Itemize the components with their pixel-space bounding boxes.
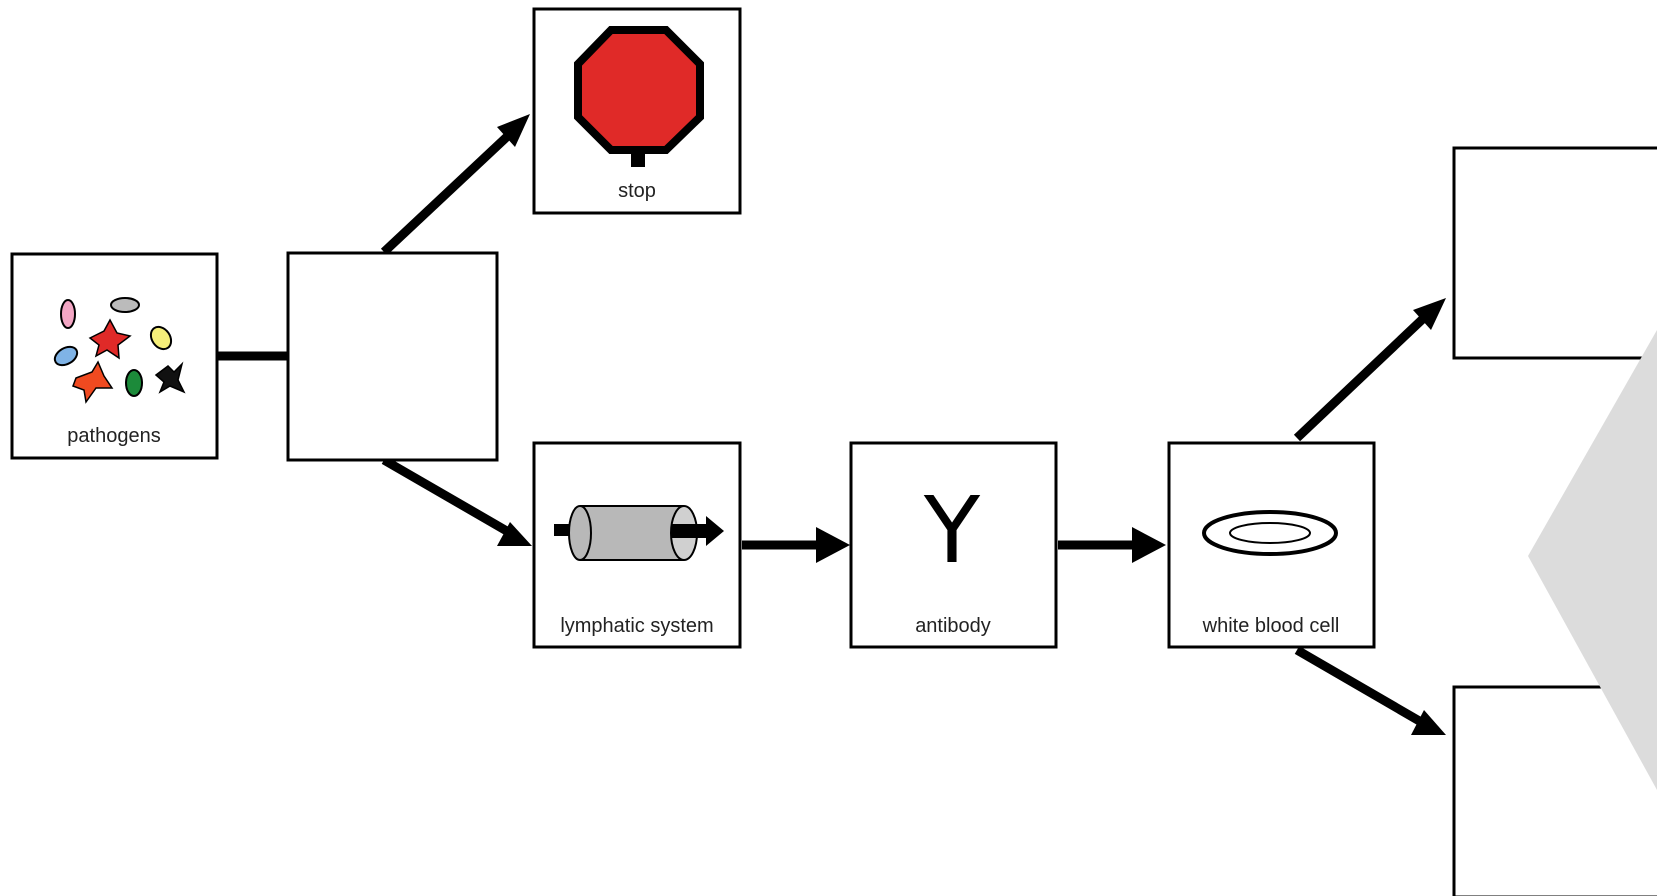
node-white-blood-cell: white blood cell: [1167, 441, 1376, 649]
arrow-center-to-stop: [380, 128, 516, 256]
node-blank-center: [286, 251, 499, 462]
arrow-center-to-lymphatic: [381, 456, 515, 538]
antibody-icon: Y: [923, 477, 981, 584]
gray-overlay-shape: [1528, 330, 1657, 790]
node-lymphatic-system: lymphatic system: [532, 441, 742, 649]
arrowhead: [497, 522, 532, 546]
white-blood-cell-icon: [1202, 510, 1338, 556]
node-stop: stop: [532, 7, 742, 215]
antibody-label: antibody: [915, 615, 991, 637]
arrow-wbc-to-top-right: [1293, 310, 1432, 442]
node-pathogens: pathogens: [10, 252, 219, 460]
stop-label: stop: [618, 180, 656, 202]
arrowhead: [1413, 298, 1446, 330]
pathogens-label: pathogens: [67, 425, 160, 447]
lymph-vessel-icon: [554, 505, 724, 561]
node-blank-right-top: [1452, 146, 1657, 360]
arrowhead: [1132, 527, 1166, 563]
white-blood-cell-label: white blood cell: [1202, 615, 1340, 637]
stop-sign-icon: [574, 26, 704, 167]
arrowhead: [497, 114, 530, 147]
arrows: [217, 114, 1446, 735]
pathogens-icon: [53, 297, 186, 404]
arrowhead: [816, 527, 850, 563]
arrowhead: [1411, 710, 1446, 735]
arrow-wbc-to-bottom-right: [1294, 646, 1431, 730]
node-antibody: Y antibody: [849, 441, 1058, 649]
lymphatic-system-label: lymphatic system: [560, 615, 713, 637]
